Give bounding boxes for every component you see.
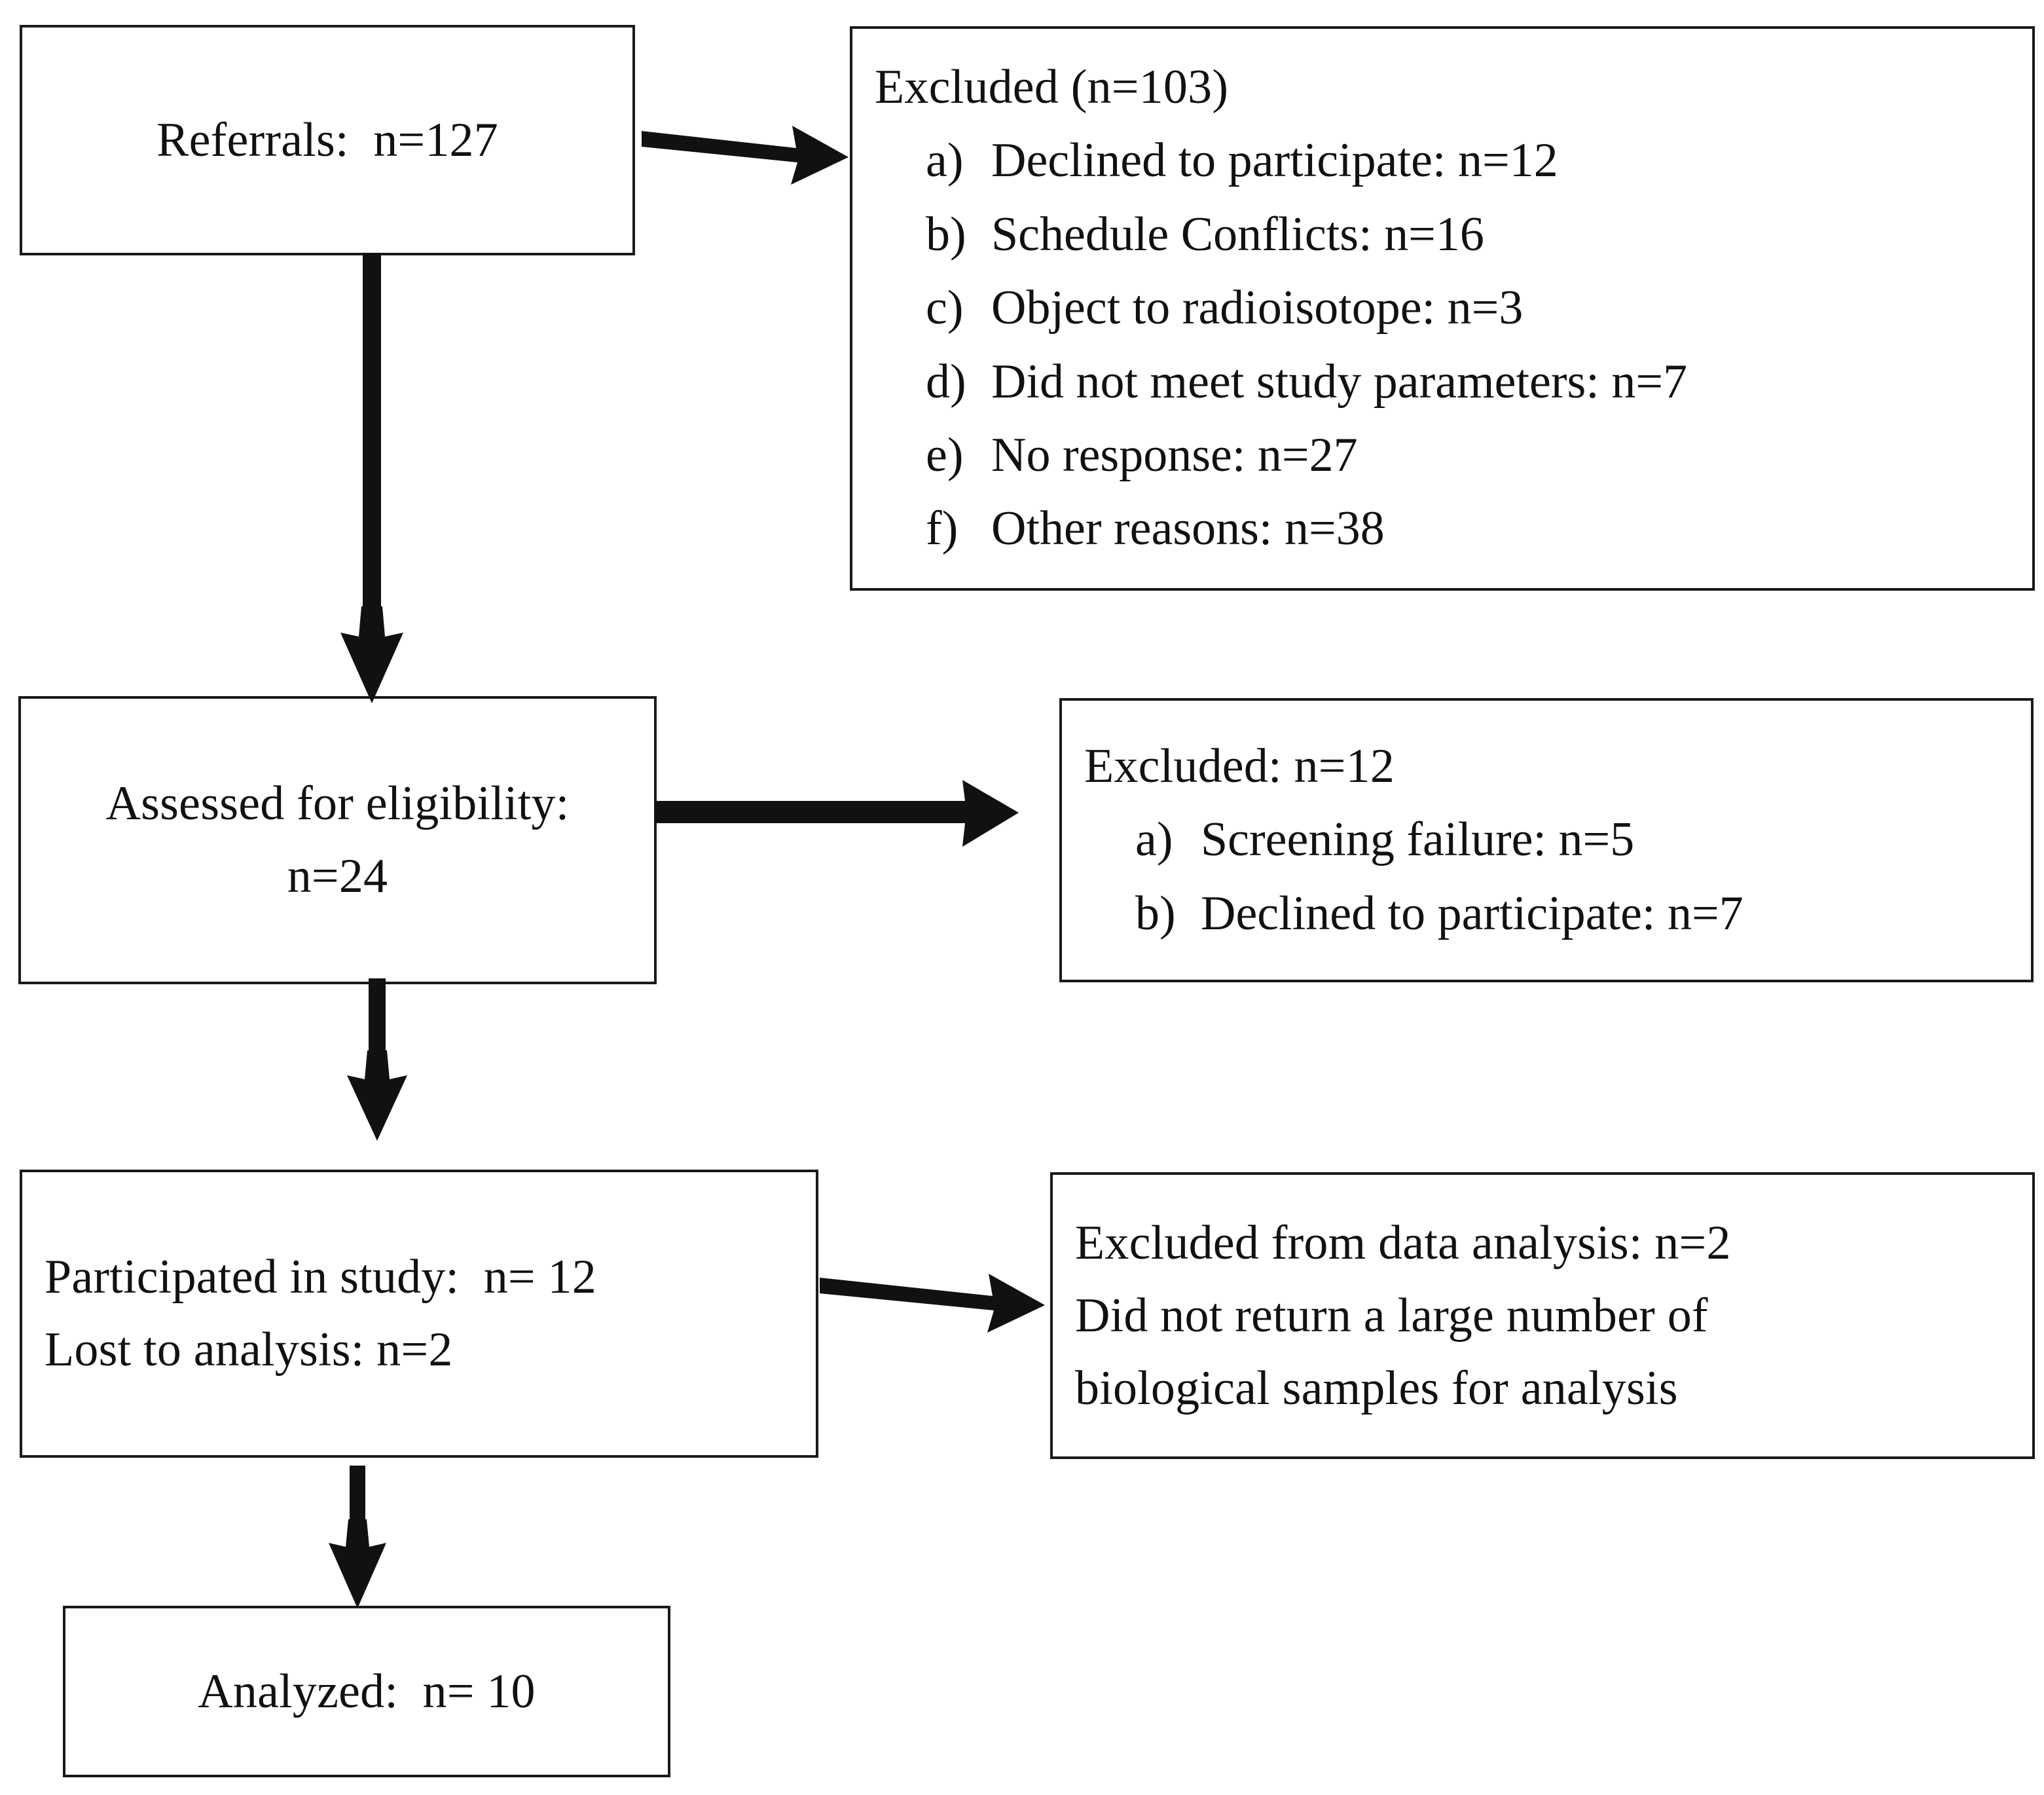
arrow-assessed-to-participated	[338, 978, 416, 1142]
node-excluded-eligibility: Excluded: n=12 a) Screening failure: n=5…	[1059, 698, 2034, 982]
node-participated-in-study: Participated in study: n= 12 Lost to ana…	[20, 1170, 818, 1458]
node-excluded-analysis-line-2: Did not return a large number of	[1075, 1288, 1708, 1342]
list-item: a) Declined to participate: n=12	[852, 124, 1687, 197]
node-participated-line-1: Participated in study: n= 12	[45, 1250, 596, 1304]
list-marker: b)	[1135, 886, 1176, 940]
list-marker: b)	[926, 207, 966, 261]
list-text: No response: n=27	[991, 428, 1358, 482]
list-item: d) Did not meet study parameters: n=7	[852, 345, 1687, 418]
node-excluded-screening-list: a) Declined to participate: n=12 b) Sche…	[852, 124, 1687, 566]
node-assessed-for-eligibility: Assessed for eligibility: n=24	[18, 696, 657, 984]
list-text: Object to radioisotope: n=3	[991, 281, 1524, 335]
arrow-referrals-to-excluded-screening	[642, 98, 858, 216]
node-excluded-from-analysis: Excluded from data analysis: n=2 Did not…	[1050, 1172, 2035, 1459]
list-text: Other reasons: n=38	[991, 502, 1385, 556]
arrow-participated-to-excluded-analysis	[820, 1248, 1055, 1359]
node-excluded-screening-heading: Excluded (n=103)	[875, 60, 1229, 115]
node-excluded-eligibility-list: a) Screening failure: n=5 b) Declined to…	[1062, 803, 1743, 950]
list-item: a) Screening failure: n=5	[1062, 803, 1743, 876]
node-assessed-line-1: Assessed for eligibility:	[105, 777, 570, 830]
node-excluded-eligibility-heading: Excluded: n=12	[1084, 739, 1395, 794]
list-item: b) Declined to participate: n=7	[1062, 877, 1743, 950]
list-text: Did not meet study parameters: n=7	[991, 354, 1688, 409]
node-participated-line-2: Lost to analysis: n=2	[45, 1323, 453, 1377]
arrow-assessed-to-excluded-eligibility	[655, 776, 1028, 874]
node-analyzed: Analyzed: n= 10	[63, 1606, 670, 1777]
list-marker: e)	[926, 428, 964, 482]
list-text: Schedule Conflicts: n=16	[991, 207, 1484, 261]
arrow-referrals-to-assessed	[333, 253, 411, 705]
list-marker: d)	[926, 354, 966, 409]
list-item: b) Schedule Conflicts: n=16	[852, 198, 1687, 271]
list-item: e) No response: n=27	[852, 418, 1687, 492]
node-excluded-analysis-line-3: biological samples for analysis	[1075, 1361, 1678, 1415]
list-marker: f)	[926, 502, 958, 556]
list-text: Screening failure: n=5	[1201, 813, 1635, 867]
node-referrals: Referrals: n=127	[20, 25, 635, 255]
list-marker: c)	[926, 281, 964, 335]
arrow-participated-to-analyzed	[318, 1466, 397, 1610]
node-excluded-screening: Excluded (n=103) a) Declined to particip…	[850, 26, 2035, 591]
node-excluded-analysis-line-1: Excluded from data analysis: n=2	[1075, 1215, 1731, 1270]
node-referrals-line-1: Referrals: n=127	[156, 113, 498, 167]
list-item: f) Other reasons: n=38	[852, 492, 1687, 565]
node-assessed-line-2: n=24	[287, 849, 388, 903]
list-item: c) Object to radioisotope: n=3	[852, 271, 1687, 344]
node-analyzed-line-1: Analyzed: n= 10	[198, 1664, 536, 1718]
list-text: Declined to participate: n=7	[1201, 886, 1743, 940]
list-marker: a)	[1135, 813, 1173, 867]
list-marker: a)	[926, 134, 964, 188]
list-text: Declined to participate: n=12	[991, 134, 1558, 188]
